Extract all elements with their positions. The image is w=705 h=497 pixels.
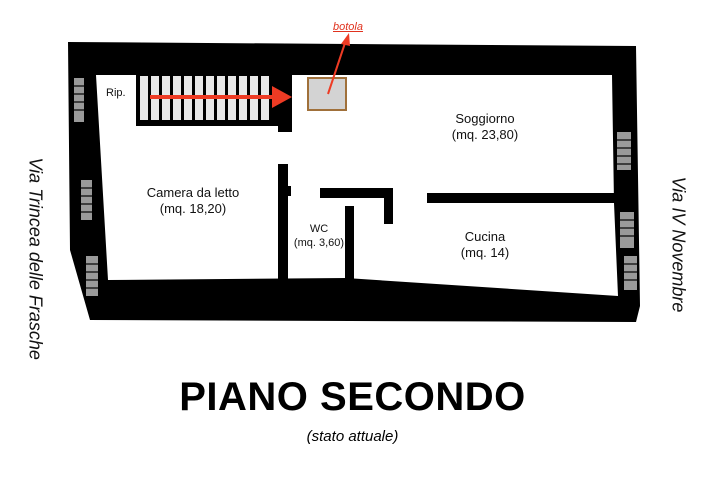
plan-subtitle: (stato attuale) (306, 428, 399, 445)
wall-corridor-stub (384, 188, 393, 224)
room-label-ripostiglio: Rip. (106, 87, 126, 99)
wall-living-kitchen (427, 193, 616, 203)
room-area: (mq. 18,20) (159, 201, 227, 217)
window-right-1 (617, 132, 631, 170)
window-hatching-left (74, 85, 98, 289)
room-label-wc: WC (mq. 3,60) (286, 223, 352, 251)
window-marks-left (74, 78, 98, 296)
window-hatching-right (617, 139, 637, 281)
room-name: Soggiorno (455, 111, 515, 126)
interior-walls (278, 164, 616, 280)
room-name: WC (309, 223, 329, 235)
room-label-camera: Camera da letto (mq. 18,20) (118, 185, 268, 218)
window-left-3 (86, 256, 98, 296)
room-area: (mq. 23,80) (451, 127, 519, 143)
botola-label: botola (333, 21, 363, 33)
room-area: (mq. 3,60) (293, 236, 345, 249)
wall-bedroom-stub (285, 186, 291, 196)
botola-pointer-arrow (327, 33, 350, 95)
window-left-2 (81, 180, 92, 220)
street-label-right: Via IV Novembre (668, 176, 689, 313)
staircase-pillar (278, 74, 292, 132)
window-right-2 (620, 212, 634, 248)
plan-title: PIANO SECONDO (179, 375, 526, 419)
outer-wall (68, 42, 640, 322)
room-area: (mq. 14) (460, 245, 510, 261)
window-right-3 (624, 256, 637, 290)
wall-wc-top (320, 188, 393, 198)
room-name: Camera da letto (146, 185, 240, 200)
room-name: Cucina (464, 229, 506, 244)
botola-hatch (307, 77, 347, 111)
wall-wc-kitchen (345, 206, 354, 280)
room-label-cucina: Cucina (mq. 14) (430, 229, 540, 262)
street-label-left: Via Trincea delle Frasche (25, 157, 46, 360)
staircase (136, 74, 292, 132)
window-left-1 (74, 78, 84, 122)
wall-bedroom-wc (278, 164, 288, 280)
room-label-soggiorno: Soggiorno (mq. 23,80) (420, 111, 550, 144)
stair-arrow (150, 86, 292, 108)
